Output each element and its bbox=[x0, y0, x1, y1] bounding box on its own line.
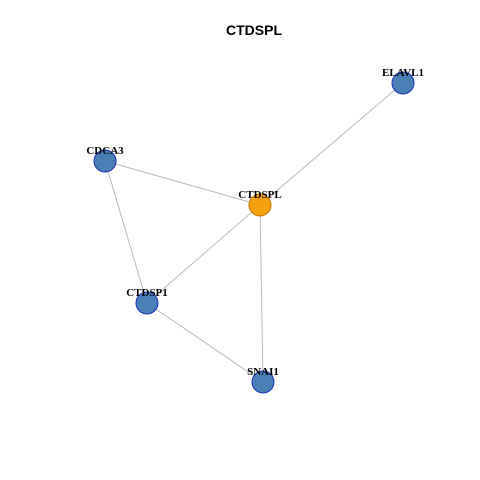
edge-ctdspl-snai1 bbox=[259, 204, 264, 383]
node-label-cdca3: CDCA3 bbox=[86, 145, 124, 157]
edge-elavl1-ctdspl bbox=[259, 82, 404, 206]
node-label-snai1: SNAI1 bbox=[247, 366, 279, 378]
node-label-ctdsp1: CTDSP1 bbox=[126, 287, 168, 299]
node-label-ctdspl: CTDSPL bbox=[238, 189, 281, 201]
node-snai1 bbox=[251, 370, 275, 394]
node-ctdsp1 bbox=[135, 291, 159, 315]
nodes-layer bbox=[93, 71, 415, 394]
edges-layer bbox=[104, 82, 404, 383]
node-cdca3 bbox=[93, 149, 117, 173]
node-ctdspl bbox=[248, 193, 272, 217]
edge-cdca3-ctdspl bbox=[104, 160, 261, 206]
node-elavl1 bbox=[391, 71, 415, 95]
edge-ctdspl-ctdsp1 bbox=[146, 204, 261, 304]
edge-cdca3-ctdsp1 bbox=[104, 160, 148, 304]
node-label-elavl1: ELAVL1 bbox=[382, 67, 424, 79]
edge-ctdsp1-snai1 bbox=[146, 302, 264, 383]
diagram-title: CTDSPL bbox=[226, 22, 282, 38]
